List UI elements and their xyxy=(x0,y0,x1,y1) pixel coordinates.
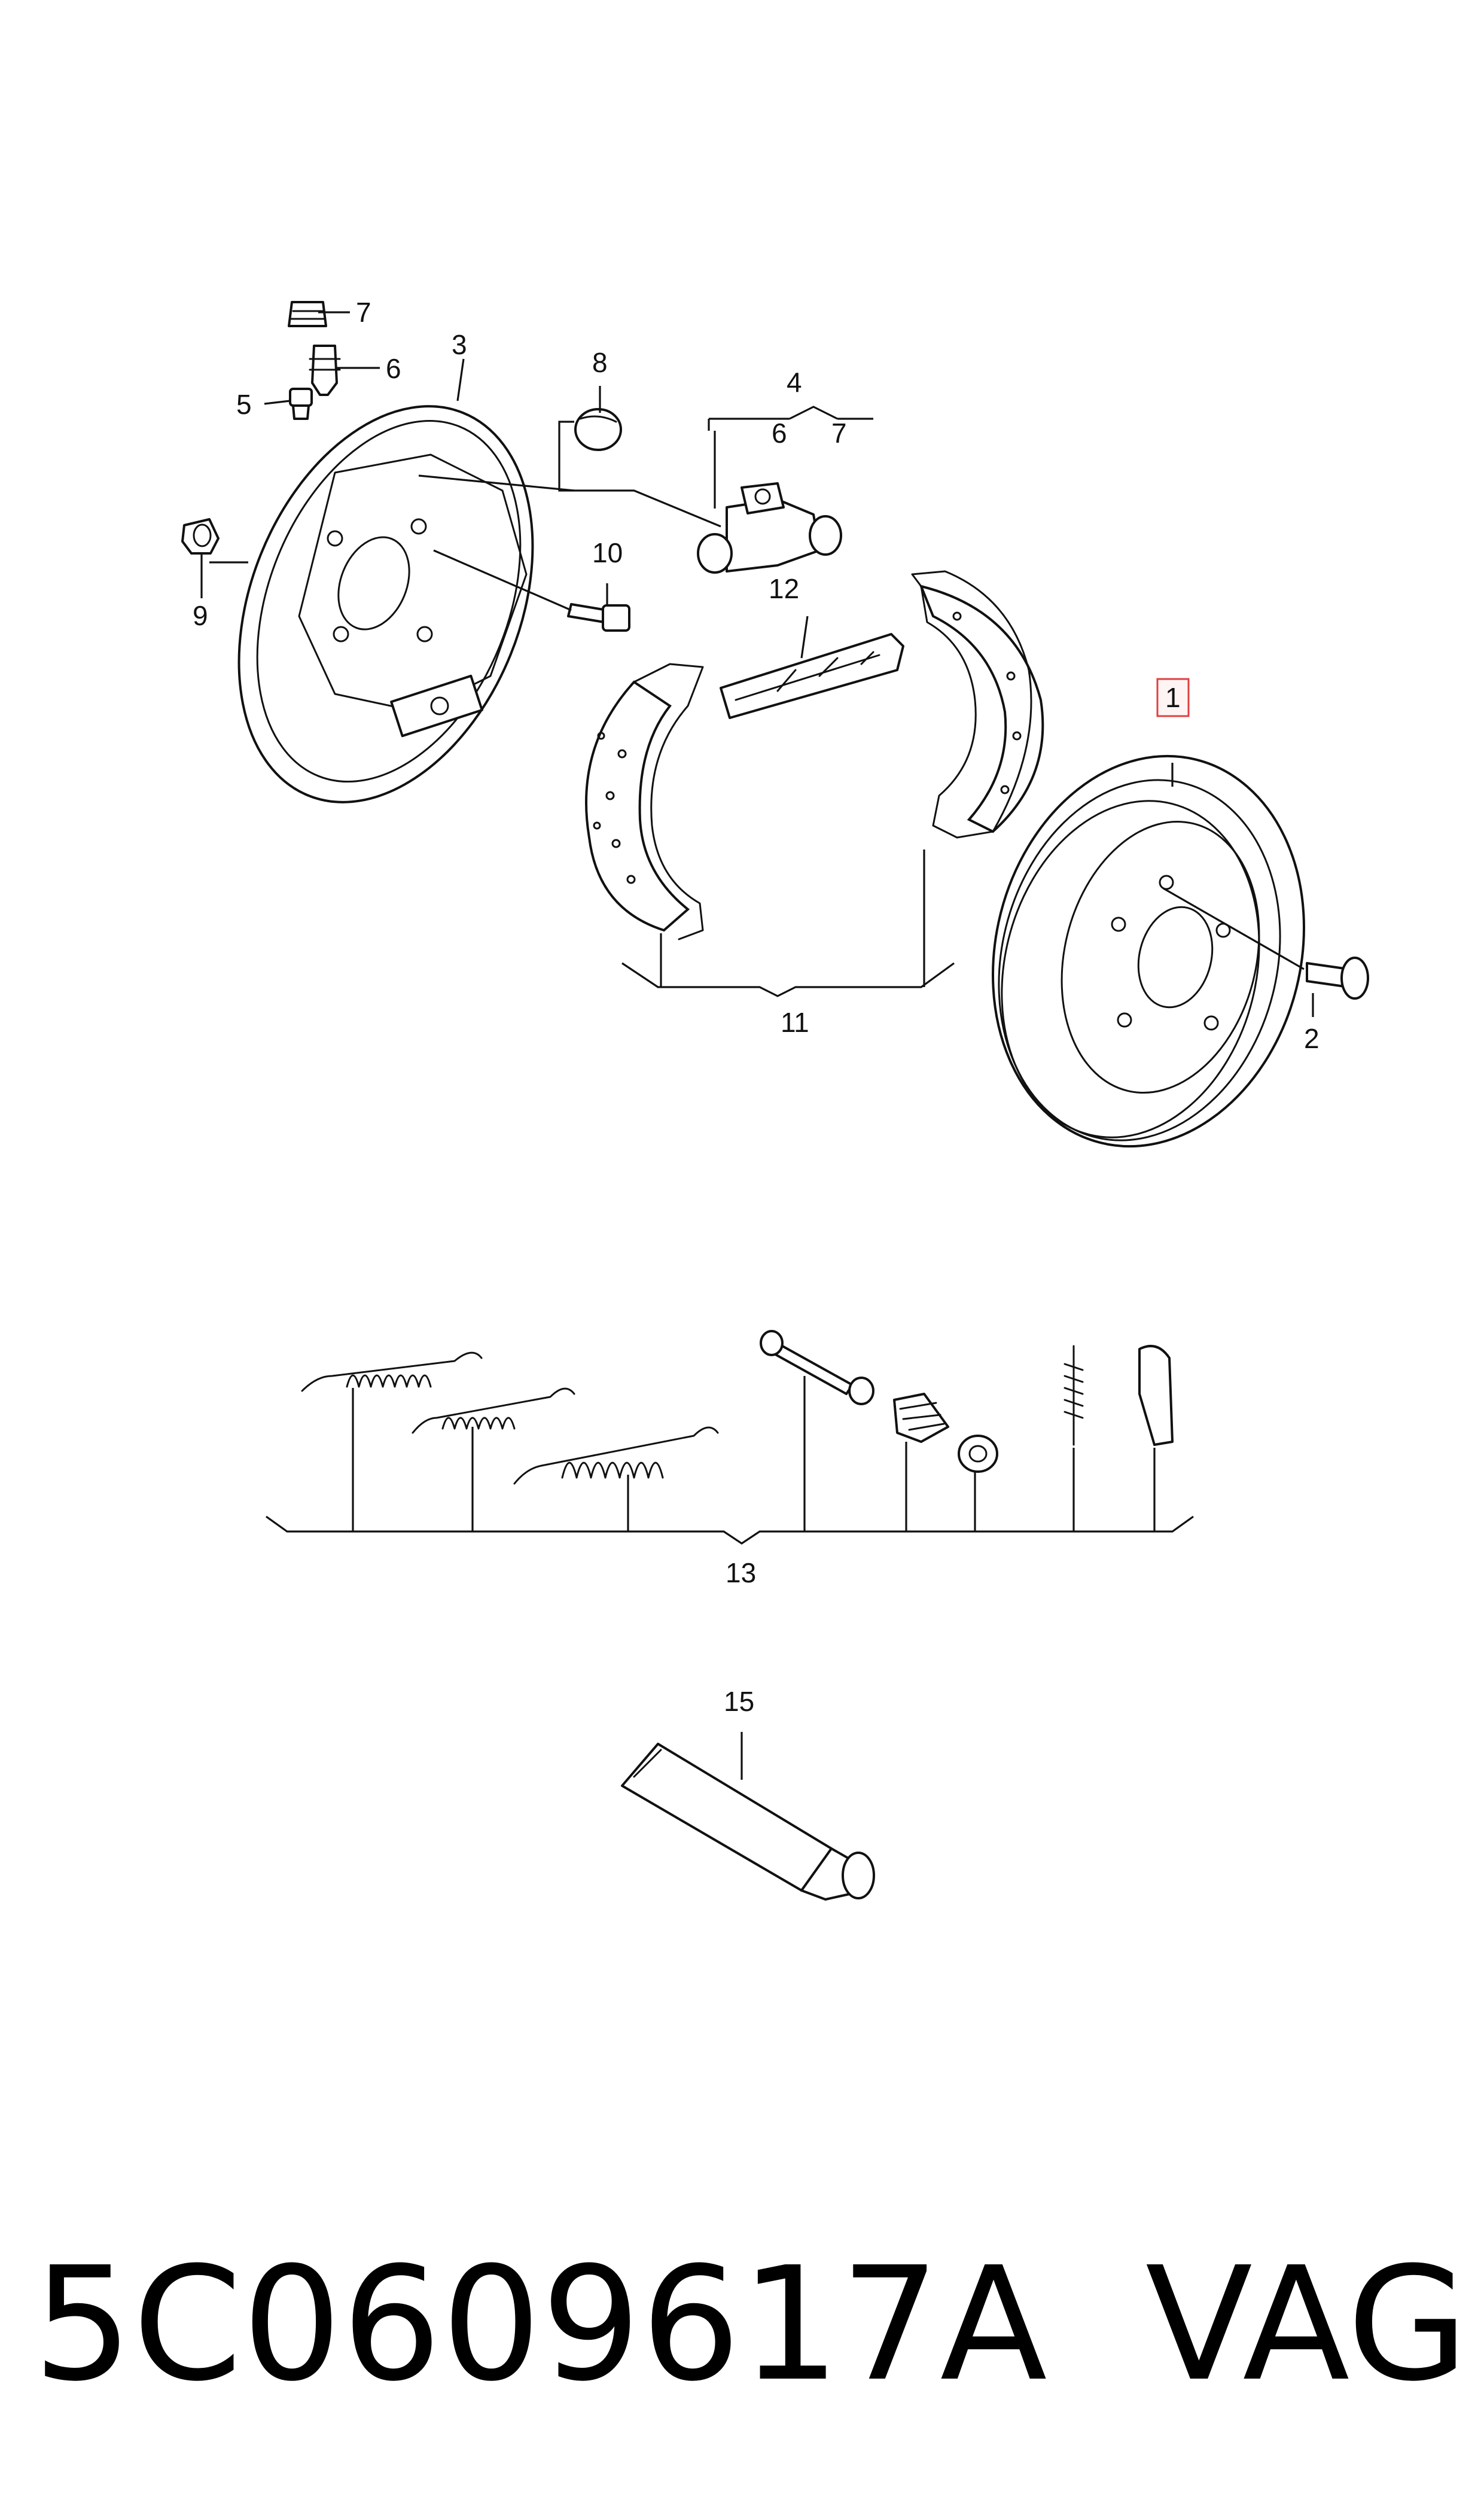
callout-4-sub-7: 7 xyxy=(831,418,847,449)
brake-shoe-left xyxy=(585,663,704,940)
callout-15: 15 xyxy=(724,1686,754,1717)
brand-name: VAG xyxy=(1145,2233,1468,2416)
bolt-10 xyxy=(567,603,630,632)
callout-10: 10 xyxy=(592,537,623,568)
callout-4-sub-6: 6 xyxy=(772,418,787,449)
brake-shoe-right xyxy=(911,570,1044,839)
wheel-cylinder xyxy=(697,482,842,574)
grease-tube xyxy=(621,1743,875,1901)
callout-9: 9 xyxy=(193,600,208,631)
backing-plate xyxy=(237,405,534,803)
bolt-5 xyxy=(289,388,313,420)
callout-2: 2 xyxy=(1304,1023,1320,1054)
footer-caption: 5C0609617A VAG xyxy=(33,2225,1468,2423)
callout-1: 1 xyxy=(1165,682,1181,713)
callout-11: 11 xyxy=(781,1007,809,1038)
callout-6: 6 xyxy=(386,353,401,384)
callout-4: 4 xyxy=(787,367,802,398)
callout-12: 12 xyxy=(769,573,799,604)
drum-screw xyxy=(1306,957,1369,1000)
adjuster-strut xyxy=(720,633,904,719)
leader-lines xyxy=(200,311,1314,1780)
callout-1-highlight xyxy=(1156,678,1190,717)
plug-8 xyxy=(574,408,622,451)
bleeder-cap xyxy=(288,301,327,327)
callout-13: 13 xyxy=(726,1557,756,1588)
callout-5: 5 xyxy=(236,389,252,420)
bleeder-valve xyxy=(309,345,341,396)
brake-drum xyxy=(992,754,1305,1148)
part-number: 5C0609617A xyxy=(33,2233,1047,2416)
callout-3: 3 xyxy=(452,329,467,360)
bushing-9 xyxy=(181,518,220,555)
callout-7: 7 xyxy=(356,297,371,328)
callout-8: 8 xyxy=(592,347,608,378)
spring-kit xyxy=(301,1330,1174,1485)
